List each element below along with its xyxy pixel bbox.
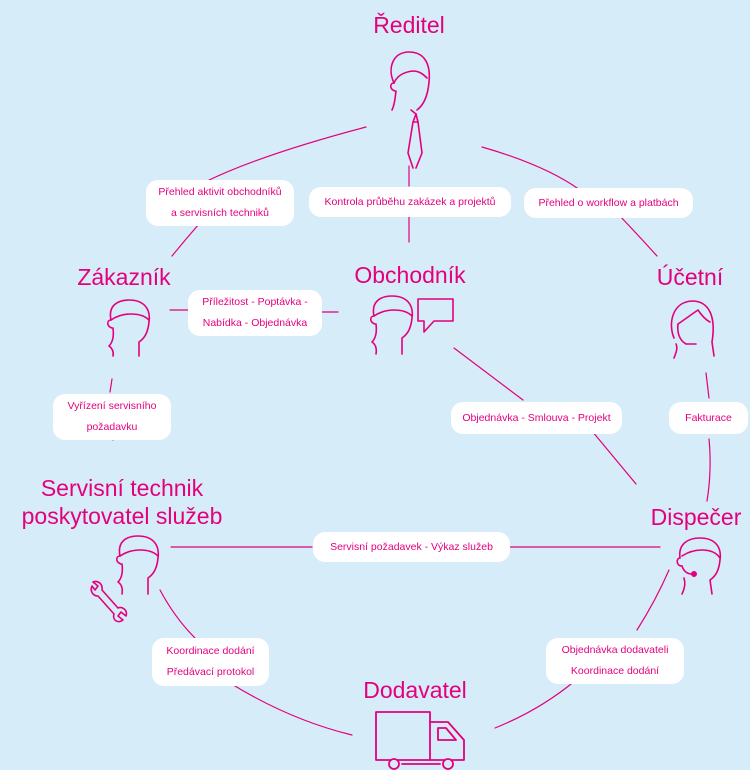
arc-zakaznik-technik — [109, 378, 113, 393]
label-kontrola: Kontrola průběhu zakázek a projektů — [309, 187, 511, 217]
label-objednavka-smlouva: Objednávka - Smlouva - Projekt — [451, 402, 622, 434]
line-obchodnik-objednavka — [453, 347, 524, 401]
label-servisni-pozadavek: Servisní požadavek - Výkaz služeb — [313, 532, 510, 562]
role-obchodnik: Obchodník — [354, 262, 466, 288]
wrench-icon — [90, 580, 128, 623]
label-objednavka-dodavateli-line1: Objednávka dodavateli — [561, 644, 669, 656]
arc-objednavka-dodavatel — [494, 679, 577, 729]
arc-ucetni-lower — [617, 213, 658, 257]
arc-dispecer-objednavka — [636, 569, 670, 631]
label-prehled-aktivit-line1: Přehled aktivit obchodníků — [158, 186, 282, 198]
label-vyrizeni-line1: Vyřízení servisního — [67, 400, 157, 412]
role-ucetni: Účetní — [656, 264, 724, 290]
arc-reditel-zakaznik — [204, 126, 367, 183]
label-koordinace-line1: Koordinace dodání — [166, 645, 255, 657]
arc-technik-koordinace — [159, 589, 196, 639]
line-objednavka-dispecer — [591, 430, 637, 485]
label-objednavka-dodavateli: Objednávka dodavateli Koordinace dodání — [546, 638, 684, 684]
person-icon — [115, 535, 160, 595]
role-zakaznik: Zákazník — [77, 264, 171, 290]
person-icon — [106, 299, 151, 357]
role-dispecer: Dispečer — [650, 504, 742, 530]
label-prilezitost: Příležitost - Poptávka - Nabídka - Objed… — [188, 290, 322, 336]
label-vyrizeni: Vyřízení servisního požadavku — [53, 394, 171, 440]
arc-ucetni-dispecer-lower — [706, 438, 711, 502]
role-reditel: Ředitel — [373, 12, 445, 38]
label-workflow: Přehled o workflow a platbách — [524, 188, 693, 218]
label-koordinace-line2: Předávací protokol — [166, 666, 255, 678]
person-icon — [369, 295, 414, 355]
speech-bubble-icon — [417, 298, 454, 333]
label-objednavka-dodavateli-line2: Koordinace dodání — [570, 665, 660, 677]
label-prilezitost-line1: Příležitost - Poptávka - — [202, 296, 308, 308]
label-prehled-aktivit-line2: a servisních techniků — [170, 207, 270, 219]
role-technik-line1: Servisní technik — [40, 475, 204, 501]
person-with-tie-icon — [389, 51, 431, 169]
arc-zakaznik-reditel-lower — [171, 223, 200, 257]
arc-ucetni-dispecer-upper — [705, 372, 710, 399]
label-prilezitost-line2: Nabídka - Objednávka — [202, 317, 308, 329]
person-long-hair-icon — [670, 300, 715, 359]
label-koordinace: Koordinace dodání Předávací protokol — [152, 638, 269, 686]
label-vyrizeni-line2: požadavku — [86, 421, 138, 433]
person-headset-icon — [676, 537, 722, 595]
role-technik-line2: poskytovatel služeb — [21, 503, 223, 529]
arc-koordinace-dodavatel — [229, 682, 353, 736]
role-dodavatel: Dodavatel — [363, 677, 467, 703]
arc-reditel-ucetni — [481, 146, 581, 191]
role-servisni-technik: Servisní technik poskytovatel služeb — [22, 474, 223, 530]
label-prehled-aktivit: Přehled aktivit obchodníků a servisních … — [146, 180, 294, 226]
label-fakturace: Fakturace — [669, 402, 748, 434]
delivery-truck-icon — [375, 711, 465, 770]
